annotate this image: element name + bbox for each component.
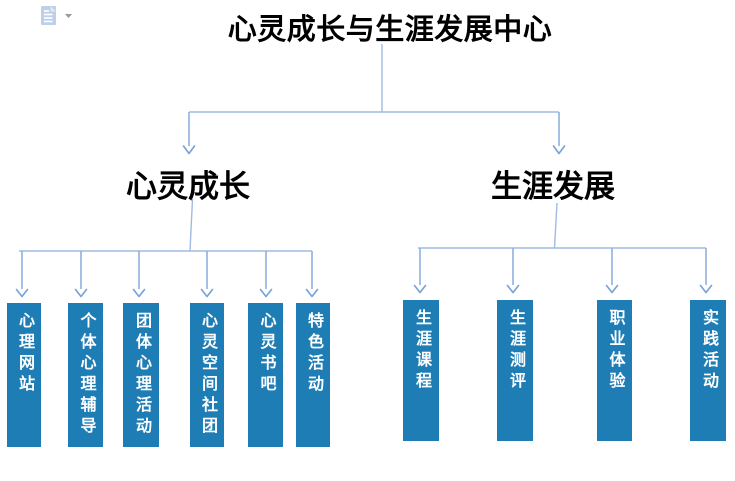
node-label: 心灵空间社团 xyxy=(199,312,216,438)
node-label: 实践活动 xyxy=(700,309,717,393)
node-mind-book-bar[interactable]: 心灵书吧 xyxy=(248,303,283,447)
paste-icon xyxy=(41,6,72,25)
paste-caret-icon xyxy=(65,14,72,18)
connector-right-branch-stem xyxy=(553,202,558,249)
diagram-title: 心灵成长与生涯发展中心 xyxy=(227,14,553,46)
node-label: 生涯课程 xyxy=(413,309,430,393)
node-group-psych-activities[interactable]: 团体心理活动 xyxy=(123,303,159,447)
node-label: 职业体验 xyxy=(606,309,624,393)
node-mind-space-club[interactable]: 心灵空间社团 xyxy=(190,303,224,447)
node-career-courses[interactable]: 生涯课程 xyxy=(403,300,439,441)
node-label: 团体心理活动 xyxy=(133,312,150,438)
node-individual-counseling[interactable]: 个体心理辅导 xyxy=(68,303,103,447)
connector-left-branch-stem xyxy=(189,198,194,252)
node-label: 个体心理辅导 xyxy=(77,312,95,438)
node-label: 心灵书吧 xyxy=(257,312,275,396)
node-special-activities[interactable]: 特色活动 xyxy=(296,303,330,447)
node-practice-activities[interactable]: 实践活动 xyxy=(690,300,726,441)
node-career-experience[interactable]: 职业体验 xyxy=(597,300,632,441)
arrowhead-branch-left xyxy=(182,145,196,155)
branch-label-mind-growth: 心灵成长 xyxy=(126,169,250,204)
node-label: 生涯测评 xyxy=(507,309,524,393)
node-psychology-website[interactable]: 心理网站 xyxy=(7,303,41,447)
paste-options-button[interactable] xyxy=(36,3,78,29)
branch-label-career-development: 生涯发展 xyxy=(491,169,615,204)
node-career-assessment[interactable]: 生涯测评 xyxy=(497,300,533,441)
node-label: 心理网站 xyxy=(16,312,33,396)
arrowhead-branch-right xyxy=(552,145,566,155)
node-label: 特色活动 xyxy=(305,312,322,396)
